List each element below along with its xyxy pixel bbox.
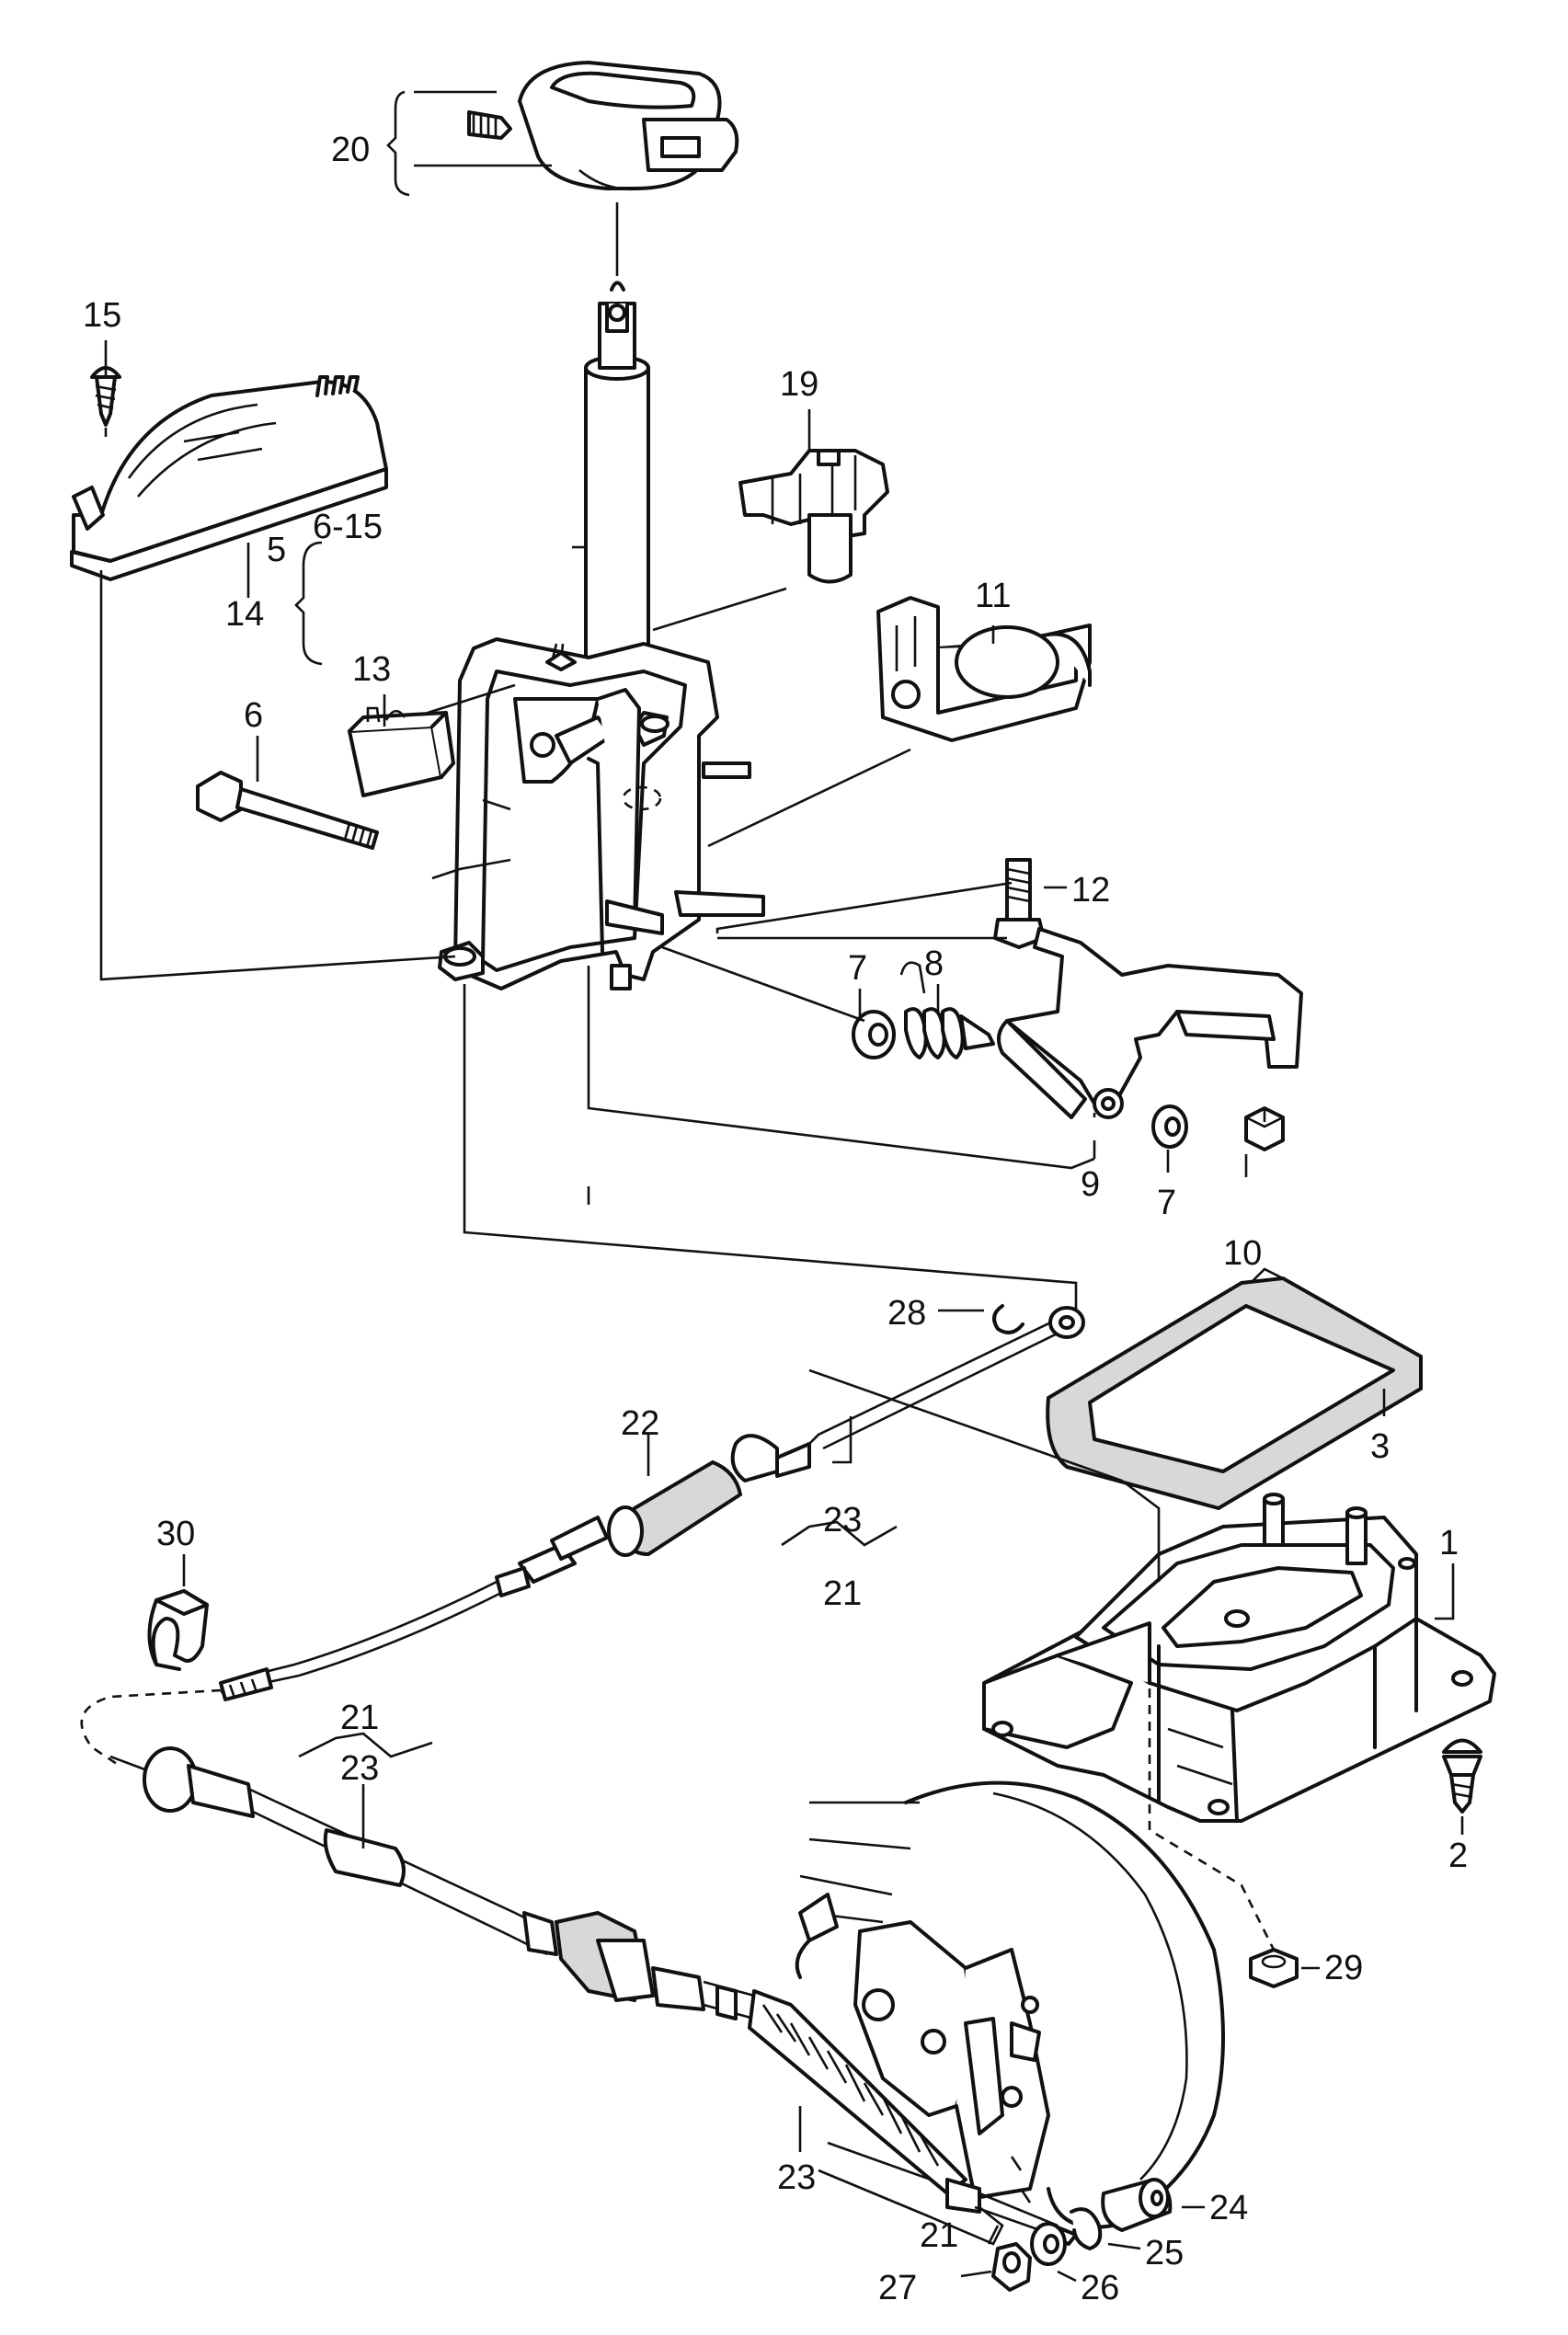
label-29: 29 (1324, 1949, 1363, 1987)
bushing-24 (1101, 2178, 1173, 2232)
clip-25 (1070, 2207, 1103, 2250)
label-23a: 23 (823, 1501, 862, 1539)
nut-27 (991, 2242, 1032, 2292)
label-28: 28 (887, 1294, 926, 1333)
label-1: 1 (1439, 1524, 1459, 1562)
gear-indicator-cover (70, 375, 388, 581)
nut-10 (1244, 1106, 1285, 1151)
shift-housing-bracket (438, 637, 765, 990)
selector-lever-9 (997, 927, 1303, 1119)
label-7b: 7 (1157, 1184, 1176, 1222)
label-6: 6 (244, 696, 263, 735)
part-labels: 20 15 19 5 6-15 14 11 13 6 12 7 8 9 7 10… (83, 131, 1468, 2307)
explode-lines (99, 202, 1276, 1951)
label-21c: 21 (920, 2216, 958, 2255)
transmission-housing (795, 1780, 1225, 2246)
relay-13 (348, 706, 455, 797)
bolt-6 (196, 771, 379, 850)
label-11: 11 (975, 577, 1011, 615)
screw-2 (1442, 1738, 1482, 1814)
label-23b: 23 (340, 1749, 379, 1788)
label-3: 3 (1370, 1427, 1390, 1466)
bolt-12 (993, 858, 1046, 949)
spring-8 (899, 961, 995, 1059)
label-10: 10 (1223, 1234, 1262, 1273)
label-26: 26 (1081, 2269, 1119, 2307)
label-9: 9 (1081, 1165, 1100, 1204)
label-12: 12 (1071, 871, 1110, 910)
label-5: 5 (267, 531, 286, 569)
shift-gate-housing (982, 1493, 1496, 1823)
cable-clip-30 (147, 1589, 209, 1671)
label-7a: 7 (848, 949, 867, 988)
selector-knob (518, 61, 739, 191)
shift-cable (80, 1306, 1085, 2246)
washer-7b (1151, 1105, 1188, 1149)
label-21a: 21 (823, 1574, 862, 1613)
knob-screw (467, 110, 512, 140)
label-6-15: 6-15 (313, 508, 383, 546)
clip-28 (992, 1304, 1024, 1334)
label-14: 14 (225, 595, 264, 634)
label-22: 22 (621, 1404, 659, 1443)
gasket-3 (1046, 1267, 1423, 1511)
label-8: 8 (924, 944, 944, 983)
label-27: 27 (878, 2269, 917, 2307)
label-13: 13 (352, 650, 391, 689)
label-20: 20 (331, 131, 370, 169)
leader-lines (104, 90, 1464, 2283)
washer-7a (852, 1010, 896, 1059)
label-24: 24 (1209, 2189, 1248, 2227)
interlock-switch (738, 449, 889, 584)
washer-26 (1030, 2222, 1067, 2266)
label-2: 2 (1448, 1837, 1468, 1875)
selector-rod (584, 280, 650, 671)
label-25: 25 (1145, 2234, 1184, 2272)
screw-15 (90, 366, 121, 427)
label-30: 30 (156, 1515, 195, 1553)
nut-29 (1249, 1948, 1299, 1988)
label-23c: 23 (777, 2158, 816, 2197)
label-15: 15 (83, 296, 121, 335)
label-19: 19 (780, 365, 818, 404)
lock-solenoid (876, 596, 1092, 742)
label-21b: 21 (340, 1699, 379, 1737)
